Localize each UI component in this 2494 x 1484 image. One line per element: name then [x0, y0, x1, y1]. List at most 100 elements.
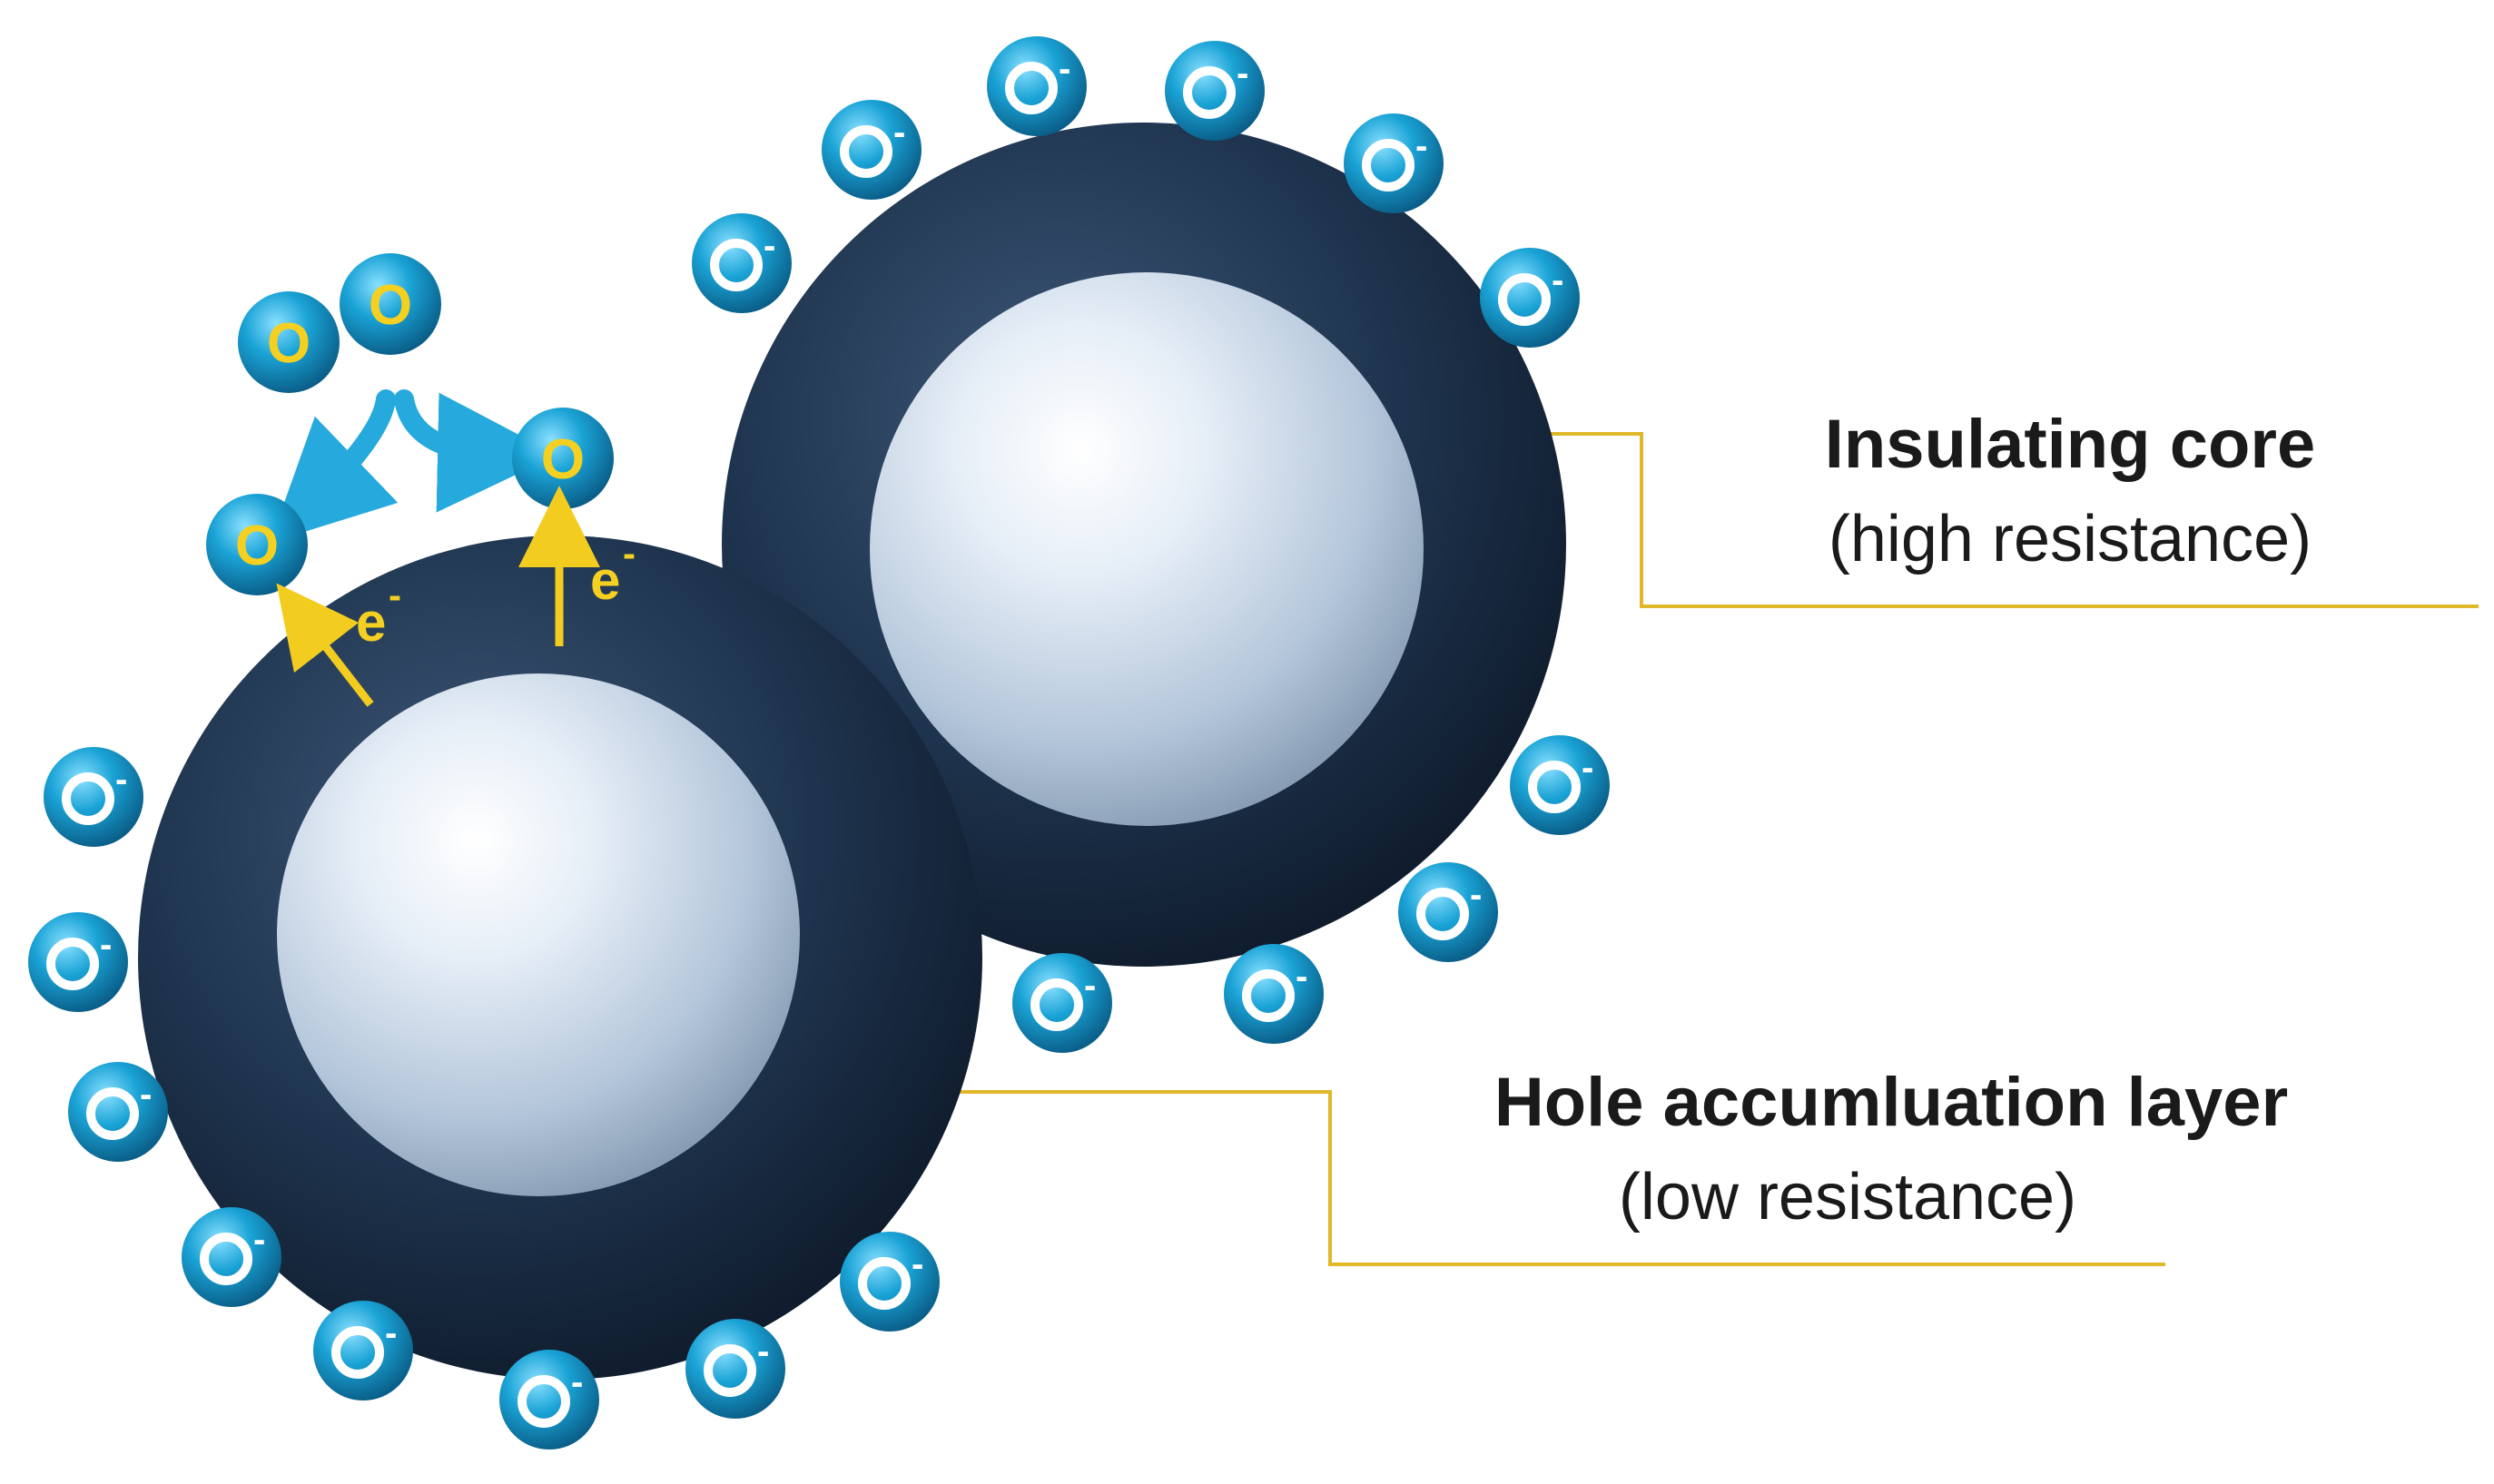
oxygen-ion-symbol	[1528, 761, 1581, 813]
oxygen-ion-symbol	[1362, 139, 1415, 192]
oxygen-ion-charge: -	[140, 1075, 152, 1115]
oxygen-ion: -O-	[1344, 113, 1444, 213]
oxygen-ion-symbol	[1030, 978, 1083, 1031]
oxygen-ion-symbol	[1183, 66, 1236, 119]
oxygen-ion-charge: -	[385, 1313, 397, 1353]
oxygen-ion-symbol	[1242, 969, 1295, 1022]
oxygen-ion-sphere	[1012, 953, 1112, 1053]
oxygen-ion: -O-	[68, 1062, 168, 1162]
oxygen-ion-sphere	[1165, 41, 1265, 141]
oxygen-ion-charge: -	[893, 113, 905, 152]
oxygen-ion-charge: -	[1582, 748, 1593, 788]
oxygen-ion-charge: -	[1296, 957, 1307, 997]
oxygen-ion-sphere	[1224, 944, 1324, 1044]
oxygen-ion-sphere	[44, 747, 143, 847]
oxygen-ion-symbol	[704, 1344, 756, 1397]
oxygen-ion: -O-	[313, 1301, 413, 1400]
oxygen-ion: -O-	[499, 1350, 599, 1450]
oxygen-ion: -O-	[44, 747, 143, 847]
oxygen-atom: O	[238, 291, 340, 393]
oxygen-ion: -O-	[987, 36, 1087, 136]
oxygen-ion-sphere	[692, 213, 792, 313]
oxygen-ion-sphere	[182, 1207, 281, 1307]
oxygen-ion-charge: -	[100, 925, 112, 965]
oxygen-ion-symbol	[1005, 62, 1058, 114]
oxygen-ion-symbol	[1498, 273, 1551, 326]
oxygen-ion-symbol	[46, 938, 99, 990]
oxygen-ion-charge: -	[1237, 54, 1248, 93]
core-left	[277, 673, 800, 1196]
oxygen-ion-sphere	[1398, 862, 1498, 962]
oxygen-ion-sphere	[1344, 113, 1444, 213]
oxygen-ion-symbol	[858, 1257, 911, 1310]
oxygen-ion-sphere	[1480, 248, 1580, 348]
electron-charge-1: -	[389, 574, 401, 616]
oxygen-ion-charge: -	[115, 760, 127, 800]
shell-label-subtitle: (low resistance)	[1619, 1161, 2076, 1233]
oxygen-ion: -O-	[1398, 862, 1498, 962]
oxygen-atom-sphere	[512, 408, 614, 509]
oxygen-ion-charge: -	[1470, 875, 1482, 915]
oxygen-ion-symbol	[331, 1326, 384, 1379]
oxygen-ion-sphere	[1510, 735, 1610, 835]
oxygen-ion-sphere	[499, 1350, 599, 1450]
split-arrow-left	[270, 389, 399, 543]
oxygen-ion-symbol	[518, 1375, 570, 1428]
oxygen-ion-sphere	[313, 1301, 413, 1400]
electron-label-1: e	[356, 592, 386, 653]
core-label-subtitle: (high resistance)	[1829, 503, 2312, 575]
oxygen-ion-charge: -	[571, 1362, 583, 1402]
oxygen-ion-charge: -	[253, 1220, 265, 1260]
oxygen-ion-charge: -	[757, 1332, 769, 1371]
electron-arrow-1	[276, 583, 374, 707]
oxygen-ion-symbol	[62, 772, 114, 825]
oxygen-ion-sphere	[28, 912, 128, 1012]
oxygen-ion-symbol	[200, 1233, 252, 1285]
oxygen-ion-charge: -	[1059, 49, 1070, 89]
oxygen-ion-sphere	[685, 1319, 785, 1419]
oxygen-atom-sphere	[238, 291, 340, 393]
electron-charge-2: -	[623, 532, 636, 575]
oxygen-ion-charge: -	[1084, 966, 1096, 1006]
oxygen-ion-symbol	[840, 125, 892, 178]
oxygen-ion: -O-	[822, 100, 922, 200]
oxygen-ion-charge: -	[1552, 260, 1563, 300]
oxygen-ion-symbol	[710, 239, 763, 291]
particle-left	[138, 536, 982, 1380]
particle-right	[722, 123, 1566, 967]
adsorbed-oxygen-ions: -O--O--O--O--O--O--O--O--O--O--O--O--O--…	[28, 36, 1610, 1450]
oxygen-atom-symbol: O	[369, 274, 412, 337]
oxygen-ion: -O-	[840, 1232, 940, 1332]
oxygen-ion: -O-	[1510, 735, 1610, 835]
oxygen-atom: O	[206, 494, 308, 595]
oxygen-atom: O	[512, 408, 614, 509]
oxygen-atom-symbol: O	[541, 428, 585, 491]
oxygen-atom: O	[340, 253, 441, 355]
split-arrow-right	[394, 389, 557, 513]
oxygen-ion-symbol	[86, 1087, 139, 1140]
oxygen-ion-charge: -	[1415, 126, 1427, 166]
shell-label-title: Hole accumluation layer	[1494, 1064, 2288, 1141]
oxygen-ion: -O-	[1165, 41, 1265, 141]
oxygen-ion: -O-	[685, 1319, 785, 1419]
oxygen-atom-symbol: O	[267, 312, 311, 375]
electron-label-2: e	[590, 550, 620, 611]
oxygen-ion: -O-	[1012, 953, 1112, 1053]
oxygen-ion: -O-	[692, 213, 792, 313]
core-right	[870, 272, 1424, 826]
oxygen-ion-sphere	[840, 1232, 940, 1332]
oxygen-ion-charge: -	[912, 1244, 923, 1284]
oxygen-ion: -O-	[1480, 248, 1580, 348]
oxygen-ion-sphere	[68, 1062, 168, 1162]
oxygen-ion-charge: -	[764, 226, 775, 266]
oxygen-atom-symbol: O	[235, 515, 279, 577]
oxygen-ion: -O-	[1224, 944, 1324, 1044]
oxygen-ion: -O-	[28, 912, 128, 1012]
oxygen-atom-sphere	[340, 253, 441, 355]
core-label-title: Insulating core	[1825, 406, 2316, 483]
oxygen-ion-sphere	[822, 100, 922, 200]
